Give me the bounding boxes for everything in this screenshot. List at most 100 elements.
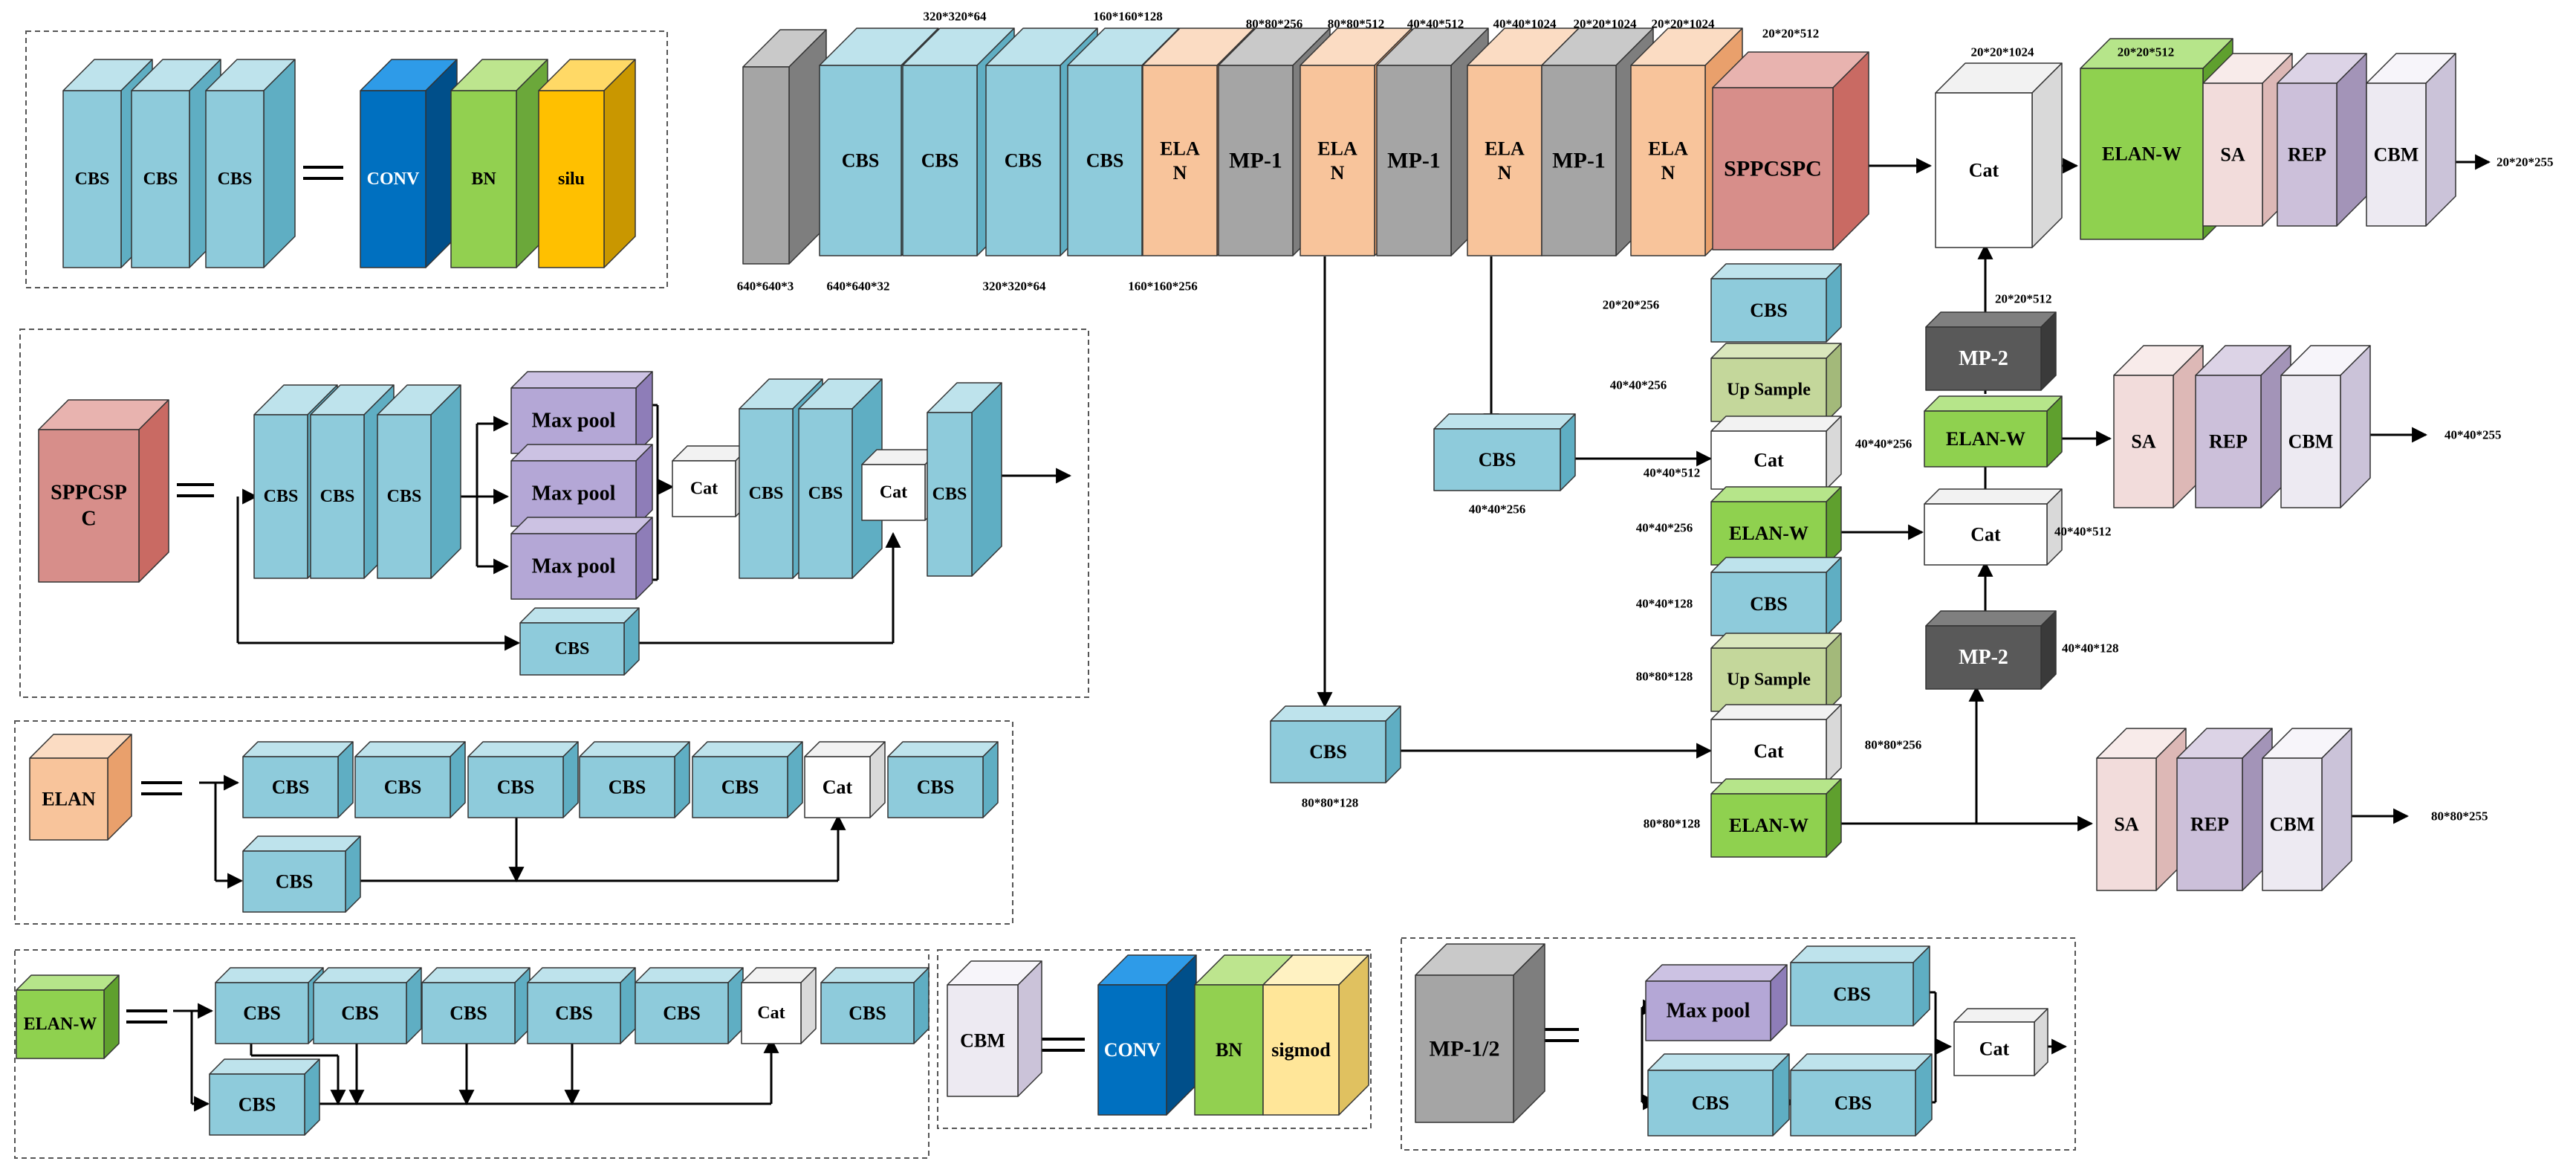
- backbone-sppcspc-label: SPPCSPC: [1724, 157, 1822, 181]
- head-elanw-20-label: ELAN-W: [2102, 143, 2181, 165]
- elanw-cbs-bypass: CBS: [209, 1058, 320, 1136]
- dimension-label-d20-256: 20*20*256: [1603, 298, 1660, 312]
- input-block: [742, 29, 827, 265]
- sppcspc-maxpool-2: Max pool: [510, 444, 653, 527]
- head-cbm-40-label: CBM: [2288, 431, 2334, 453]
- elan-cbs-4: CBS: [579, 741, 690, 818]
- mp-cat: Cat: [1953, 1008, 2048, 1076]
- legend-mp12-block-label: MP-1/2: [1430, 1037, 1500, 1061]
- head-cbm-80: CBM: [2262, 728, 2352, 891]
- branch-cbs-40-label: CBS: [1479, 449, 1516, 471]
- dimension-label-d20-512-ew: 20*20*512: [2118, 45, 2175, 59]
- sppcspc-cat-2-label: Cat: [880, 483, 907, 502]
- dimension-label-d320-64a: 320*320*64: [924, 10, 987, 24]
- elan-cbs-2-label: CBS: [384, 777, 422, 798]
- dimension-label-out40: 40*40*255: [2444, 428, 2502, 442]
- backbone-elan-4-label: ELA: [1648, 138, 1688, 159]
- head-sa-80-label: SA: [2114, 814, 2138, 835]
- mp-maxpool-label: Max pool: [1667, 1000, 1751, 1023]
- dimension-label-d640-3: 640*640*3: [737, 279, 794, 294]
- neck-cbs-40b-label: CBS: [1750, 593, 1788, 615]
- legend-sppcspc-block-label: SPPCSP: [51, 482, 127, 505]
- backbone-cbs-1-label: CBS: [842, 150, 880, 172]
- dimension-label-d80-128-cbs: 80*80*128: [1302, 796, 1359, 810]
- neck-elanw-mid: ELAN-W: [1924, 395, 2063, 468]
- sppcspc-cbs-5-label: CBS: [808, 484, 843, 503]
- sppcspc-maxpool-1-label: Max pool: [532, 410, 616, 433]
- mp-cbs-2: CBS: [1647, 1053, 1790, 1136]
- sppcspc-cbs-bypass: CBS: [519, 607, 640, 676]
- connection-lines: [173, 154, 2491, 1112]
- elan-cbs-1: CBS: [242, 741, 354, 818]
- neck-upsample-80-label: Up Sample: [1727, 670, 1811, 690]
- mp-cbs-2-label: CBS: [1692, 1093, 1730, 1114]
- elanw-cbs-2-label: CBS: [341, 1003, 379, 1024]
- cbm-bn-block-label: BN: [1216, 1039, 1242, 1061]
- legend-cbs-block-label: CBS: [218, 169, 253, 189]
- dimension-label-out80: 80*80*255: [2431, 809, 2488, 824]
- legend-sppcspc-block: SPPCSPC: [38, 399, 169, 583]
- elan-cbs-5: CBS: [692, 741, 803, 818]
- dimension-label-d80-128-ew: 80*80*128: [1644, 817, 1701, 831]
- dimension-label-d40-512-cat: 40*40*512: [1644, 466, 1701, 480]
- elan-cbs-4-label: CBS: [609, 777, 646, 798]
- neck-cat-40: Cat: [1710, 416, 1842, 490]
- branch-cbs-80-label: CBS: [1309, 741, 1347, 763]
- elan-cbs-3: CBS: [467, 741, 579, 818]
- branch-cbs-80: CBS: [1270, 705, 1401, 783]
- legend-bn-block-label: BN: [471, 169, 496, 189]
- legend-elanw-block-label: ELAN-W: [24, 1015, 97, 1034]
- elanw-cbs-4: CBS: [527, 967, 636, 1044]
- backbone-elan-2-label: N: [1331, 162, 1345, 184]
- elanw-cat: Cat: [741, 967, 817, 1044]
- head-cbm-80-label: CBM: [2270, 814, 2315, 835]
- cbm-legend-panel: [937, 949, 1372, 1129]
- legend-conv-block: CONV: [360, 59, 458, 268]
- backbone-elan-1-label: ELA: [1160, 138, 1200, 159]
- sppcspc-cbs-6-label: CBS: [932, 485, 967, 504]
- legend-bn-block: BN: [450, 59, 548, 268]
- mp-maxpool: Max pool: [1645, 964, 1788, 1041]
- elan-cbs-bypass: CBS: [242, 835, 361, 913]
- head-cbm-20-label: CBM: [2374, 144, 2419, 166]
- mp-cbs-3: CBS: [1790, 1053, 1933, 1136]
- dimension-label-d40-256-up: 40*40*256: [1610, 378, 1667, 392]
- neck-cbs-20: CBS: [1710, 263, 1842, 343]
- dimension-label-d40-256-cbs: 40*40*256: [1469, 502, 1526, 517]
- neck-elanw-80: ELAN-W: [1710, 778, 1842, 858]
- dimension-label-d160-256: 160*160*256: [1128, 279, 1198, 294]
- backbone-elan-1-label: N: [1173, 162, 1187, 184]
- legend-panels: [14, 30, 2076, 1159]
- elanw-cbs-4-label: CBS: [555, 1003, 593, 1024]
- head-rep-80: REP: [2176, 728, 2273, 891]
- elanw-cbs-3-label: CBS: [450, 1003, 487, 1024]
- head-rep-80-label: REP: [2190, 814, 2229, 835]
- sppcspc-cbs-3: CBS: [377, 384, 461, 579]
- cbm-conv-block-label: CONV: [1104, 1039, 1161, 1061]
- backbone-cbs-4-label: CBS: [1086, 150, 1124, 172]
- head-cat-20-label: Cat: [1969, 160, 1999, 181]
- dimension-label-d20-512-mp2: 20*20*512: [1995, 292, 2052, 306]
- equals-signs: [126, 166, 1579, 1052]
- dimension-label-d20-1024-cat: 20*20*1024: [1971, 45, 2035, 59]
- elan-cat-label: Cat: [823, 777, 853, 798]
- backbone-elan-2-label: ELA: [1317, 138, 1357, 159]
- sppcspc-cbs-3-label: CBS: [387, 487, 422, 506]
- elanw-cbs-bypass-label: CBS: [239, 1094, 276, 1116]
- legend-cbs-block: CBS: [205, 59, 296, 268]
- legend-cbm-block-label: CBM: [960, 1030, 1005, 1052]
- mp-legend-panel: [1401, 937, 2076, 1151]
- dimension-label-d320-64b: 320*320*64: [983, 279, 1047, 294]
- elanw-cbs-2: CBS: [313, 967, 422, 1044]
- legend-cbm-block: CBM: [947, 960, 1042, 1097]
- mp-cbs-3-label: CBS: [1834, 1093, 1872, 1114]
- backbone-mp1-2-label: MP-1: [1387, 149, 1441, 173]
- head-rep-40: REP: [2195, 345, 2291, 508]
- legend-silu-block: silu: [538, 59, 636, 268]
- neck-mp2-top-label: MP-2: [1959, 347, 2008, 370]
- neck-cat-80-label: Cat: [1753, 740, 1784, 762]
- mp-cbs-1: CBS: [1790, 945, 1930, 1026]
- elan-cbs-3-label: CBS: [497, 777, 535, 798]
